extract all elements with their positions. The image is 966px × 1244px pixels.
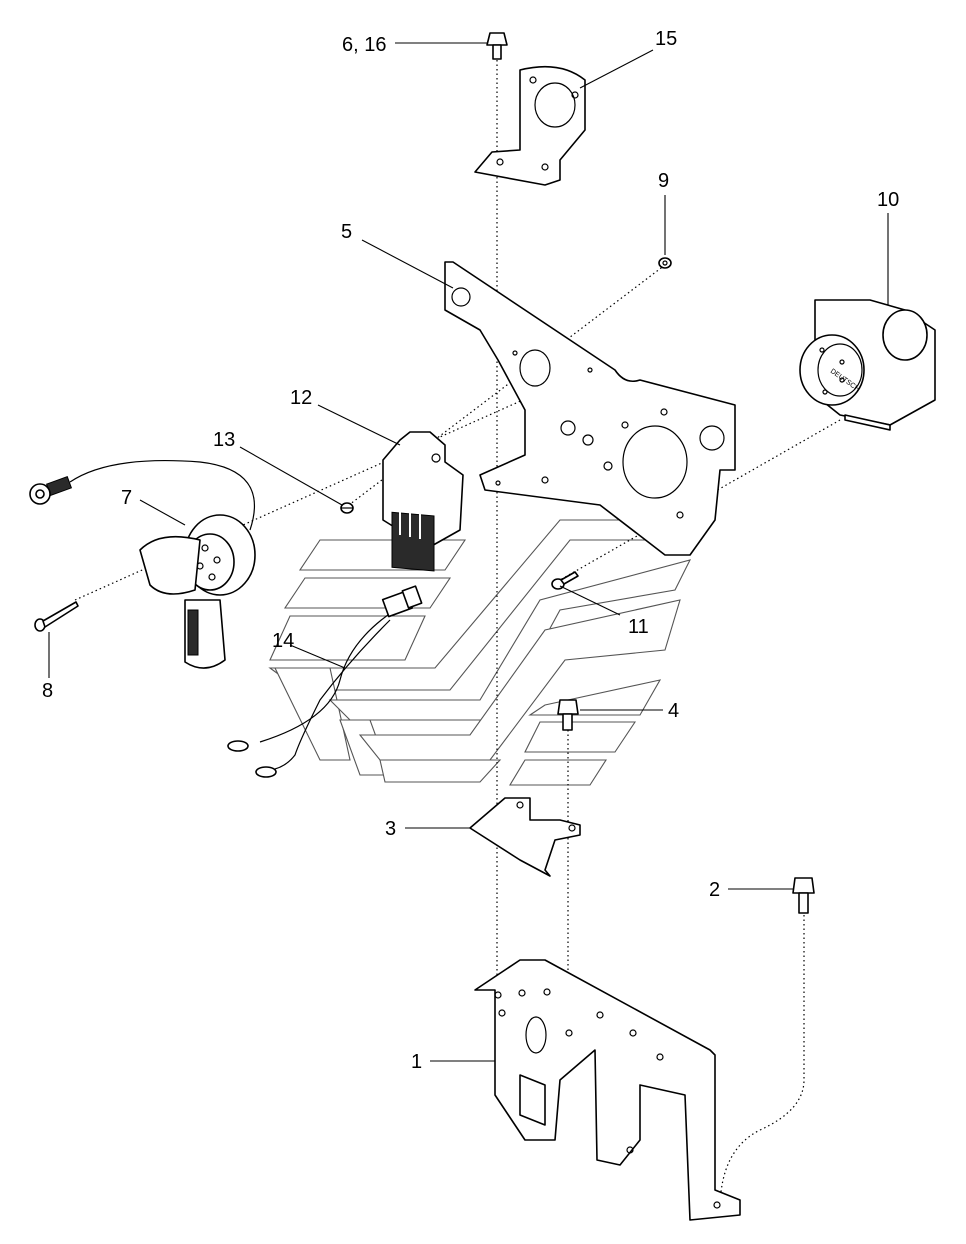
callout-4: 4: [668, 700, 679, 722]
leader-lines: [48, 42, 889, 1062]
part-2-bolt: [792, 877, 815, 914]
callout-1: 1: [411, 1051, 422, 1073]
callout-12: 12: [290, 387, 312, 409]
alignment-dotted-lines: [74, 60, 841, 1211]
callout-3: 3: [385, 818, 396, 840]
callout-labels: 6, 16 15 9 10 5 12 13 7 8 11 14 4 3 2 1: [42, 28, 899, 1073]
part-3-clip: [469, 797, 581, 877]
part-5-main-plate: [444, 261, 736, 556]
part-6-16-bolt: [486, 32, 508, 60]
part-13-screw: [340, 502, 354, 514]
callout-13: 13: [213, 429, 235, 451]
callout-7: 7: [121, 487, 132, 509]
callout-2: 2: [709, 879, 720, 901]
part-10-connector: DEUTSCH: [799, 299, 936, 431]
part-7-socket: [29, 460, 256, 669]
callout-11: 11: [628, 616, 649, 638]
callout-14: 14: [272, 630, 294, 652]
callout-8: 8: [42, 680, 53, 702]
part-8-screw: [34, 601, 79, 632]
part-15-upper-bracket: [474, 65, 586, 186]
frame-ghost-outline: [268, 519, 701, 786]
callout-10: 10: [877, 189, 899, 211]
part-9-nut: [658, 257, 672, 269]
part-12-module: [382, 431, 464, 572]
callout-15: 15: [655, 28, 677, 50]
part-14-harness: [227, 585, 423, 778]
callout-6-16: 6, 16: [342, 34, 386, 56]
part-1-lower-bracket: [474, 959, 741, 1221]
callout-9: 9: [658, 170, 669, 192]
part-4-bolt: [557, 699, 579, 731]
part-11-screw: [551, 571, 579, 590]
callout-5: 5: [341, 221, 352, 243]
